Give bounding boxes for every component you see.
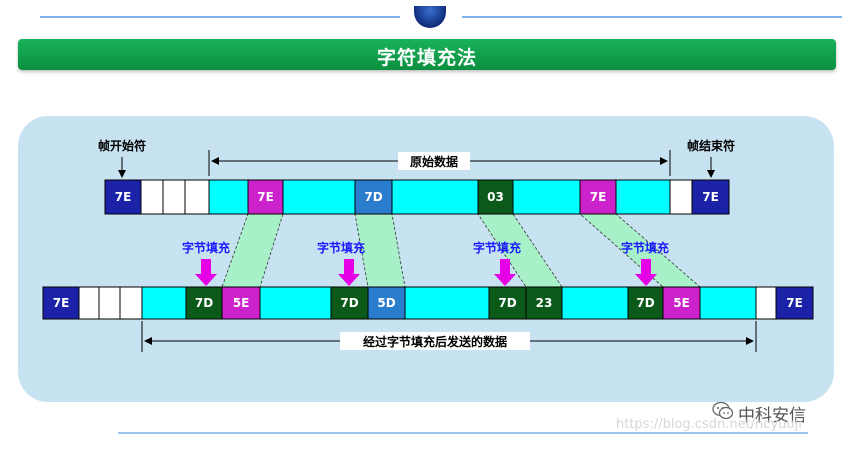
header-byte: [184, 179, 210, 215]
original-flag-end: 7E: [702, 190, 719, 204]
stuffed-byte-box: [662, 286, 701, 320]
title-bar: 字符填充法: [18, 39, 836, 70]
original-byte-box: [477, 179, 514, 215]
byte-stuffing-label: 字节填充: [317, 240, 365, 255]
original-byte-box: [579, 179, 617, 215]
stuffing-markers: 字节填充 字节填充 字节填充 字节填充: [182, 240, 669, 286]
escape-byte-box: [330, 286, 369, 320]
byte-stuffing-label: 字节填充: [473, 240, 521, 255]
header-byte: [140, 179, 164, 215]
stuffing-arrow-icon: [338, 259, 360, 286]
byte-stuffing-label: 字节填充: [182, 240, 230, 255]
escape-byte: 7D: [195, 296, 213, 310]
stuffed-byte: 5E: [233, 296, 250, 310]
stuffed-byte: 23: [536, 296, 553, 310]
top-divider-right: [462, 16, 842, 18]
original-flag-end-box: [691, 179, 730, 215]
original-byte-box: [247, 179, 284, 215]
stuffed-flag-start: 7E: [53, 296, 70, 310]
header-byte: [162, 179, 186, 215]
stuffed-data-label-bg: [340, 332, 530, 350]
stuffed-byte-box: [221, 286, 261, 320]
trailer-byte: [669, 179, 693, 215]
stuffed-flag-end: 7E: [786, 296, 803, 310]
original-byte: 7D: [364, 190, 382, 204]
original-data-label: 原始数据: [410, 154, 458, 169]
escape-byte: 7D: [340, 296, 358, 310]
original-byte: 7E: [590, 190, 607, 204]
stuffed-byte-box: [525, 286, 563, 320]
watermark-brand: 中科安信: [738, 406, 806, 426]
header-byte: [98, 286, 121, 320]
stuffed-flag-end-box: [775, 286, 814, 320]
original-byte: 7E: [257, 190, 274, 204]
original-flag-start-box: [104, 179, 142, 215]
page-title: 字符填充法: [376, 47, 477, 69]
stuffed-byte: 5E: [673, 296, 690, 310]
globe-icon: [414, 6, 446, 28]
byte-stuffing-label: 字节填充: [621, 240, 669, 255]
end-flag-label: 帧结束符: [687, 138, 735, 153]
header-byte: [78, 286, 100, 320]
stuffing-arrow-icon: [195, 259, 217, 286]
bottom-divider: [118, 432, 808, 434]
header-byte: [119, 286, 143, 320]
escape-byte: 7D: [636, 296, 654, 310]
original-data-label-bg: [398, 152, 470, 170]
watermark-url: https://blog.csdn.net/ncyuuji: [616, 417, 802, 432]
stuffing-arrow-icon: [494, 259, 516, 286]
stuffed-frame: 7E 7D 5E 7D 5D 7D 23 7D 5E 7E: [42, 286, 814, 320]
original-byte: 03: [487, 190, 504, 204]
mapping-band-1: [221, 213, 284, 288]
original-byte-box: [354, 179, 393, 215]
top-divider-left: [40, 16, 400, 18]
stuffed-byte-box: [367, 286, 406, 320]
escape-byte-box: [488, 286, 527, 320]
stuffed-byte: 5D: [377, 296, 395, 310]
stuffed-data-label: 经过字节填充后发送的数据: [363, 334, 507, 349]
stuffing-arrow-icon: [635, 259, 657, 286]
original-flag-start: 7E: [115, 190, 132, 204]
wechat-icon: [712, 401, 734, 420]
trailer-byte: [755, 286, 777, 320]
escape-byte: 7D: [498, 296, 516, 310]
original-frame: 7E 7E 7D 03 7E 7E: [104, 179, 730, 215]
start-flag-label: 帧开始符: [98, 138, 146, 153]
